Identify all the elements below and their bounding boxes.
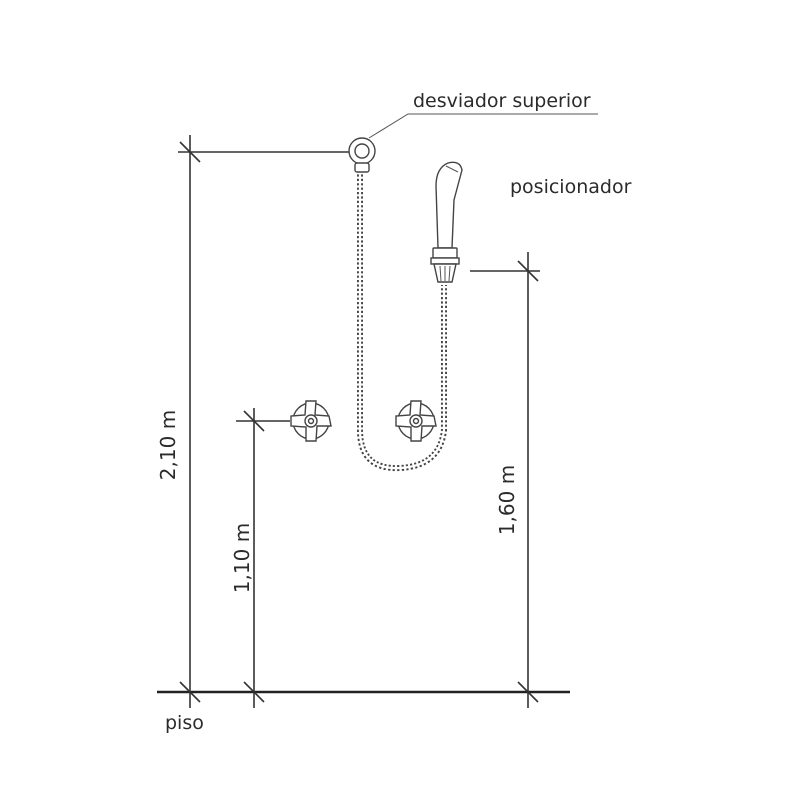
left-valve-handle	[290, 400, 332, 442]
right-valve-handle	[395, 400, 437, 442]
positioner-label: posicionador	[510, 176, 632, 198]
dimension-valve-height: 1,10 m	[230, 408, 290, 708]
dimension-positioner-height-label: 1,60 m	[495, 465, 519, 535]
hand-shower	[435, 161, 463, 249]
floor-label: piso	[165, 712, 204, 734]
dimension-valve-height-label: 1,10 m	[230, 523, 254, 593]
upper-diverter	[348, 137, 376, 173]
upper-diverter-leader	[368, 113, 598, 139]
upper-diverter-label: desviador superior	[413, 90, 591, 112]
positioner-holder	[430, 247, 460, 283]
dimension-overall-height-label: 2,10 m	[156, 410, 180, 480]
flexible-hose	[357, 170, 447, 472]
dimension-positioner-height: 1,60 m	[470, 252, 540, 708]
dimension-overall-height: 2,10 m	[156, 135, 360, 708]
